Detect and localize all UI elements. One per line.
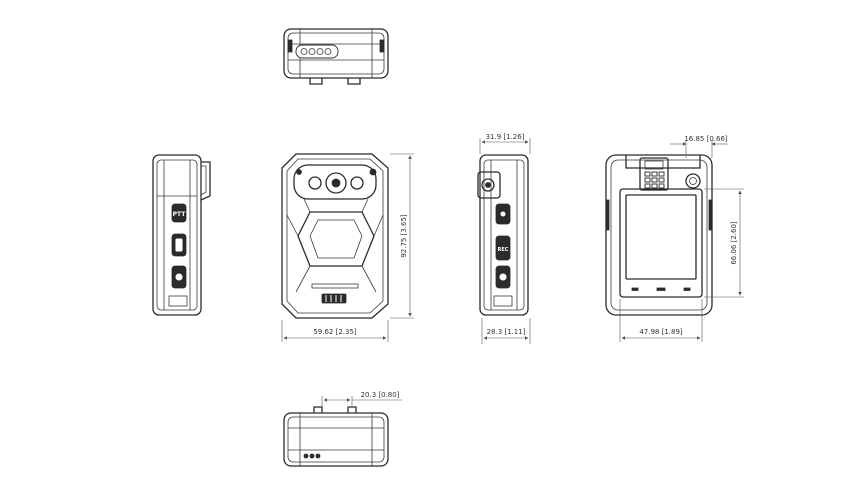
front-width-dimension: 59.62 [2.35] (281, 320, 389, 342)
left-side-view: PTT (152, 154, 211, 316)
back-height-label: 66.06 [2.60] (730, 221, 738, 265)
rec-button-label: REC (498, 247, 509, 253)
ptt-button-label: PTT (173, 211, 187, 218)
side-top-label: 31.9 [1.26] (486, 133, 525, 141)
front-height-label: 92.75 [3.65] (400, 214, 408, 258)
side-top-dimension: 31.9 [1.26] (479, 133, 531, 154)
front-view (281, 153, 389, 319)
back-top-label: 16.85 [0.66] (684, 135, 728, 143)
side-depth-label: 28.3 [1.11] (487, 328, 526, 336)
back-top-dimension: 16.85 [0.66] (670, 135, 728, 158)
top-view (283, 28, 389, 85)
back-width-label: 47.98 [1.89] (639, 328, 683, 336)
bottom-view (283, 406, 389, 467)
front-width-label: 59.62 [2.35] (313, 328, 357, 336)
back-view (605, 154, 713, 316)
back-clip-grid (644, 171, 665, 189)
back-width-dimension: 47.98 [1.89] (619, 299, 703, 342)
back-height-dimension: 66.06 [2.60] (704, 188, 744, 298)
bottom-offset-dimension: 20.3 [0.80] (321, 391, 402, 406)
front-height-dimension: 92.75 [3.65] (390, 153, 414, 319)
right-side-view: REC (477, 154, 529, 316)
bottom-offset-label: 20.3 [0.80] (361, 391, 400, 399)
side-depth-dimension: 28.3 [1.11] (481, 318, 531, 344)
